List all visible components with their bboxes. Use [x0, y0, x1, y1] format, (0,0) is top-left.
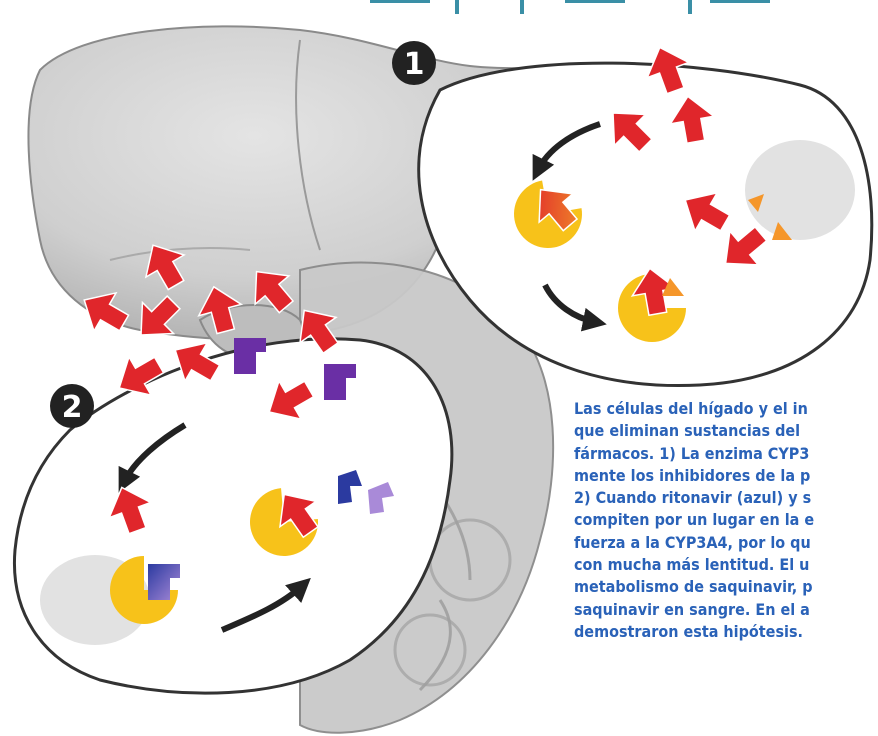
top-decoration: [370, 0, 770, 14]
step-1-badge: 1: [392, 41, 436, 85]
caption-line: mente los inhibidores de la p: [574, 465, 878, 487]
caption-line: compiten por un lugar en la e: [574, 509, 878, 531]
caption-line: con mucha más lentitud. El u: [574, 554, 878, 576]
caption-text: Las células del hígado y el in que elimi…: [574, 398, 878, 736]
caption-line: que eliminan sustancias del: [574, 420, 878, 442]
step-1-number: 1: [404, 47, 425, 82]
caption-line: fármacos. 1) La enzima CYP3: [574, 443, 878, 465]
step-2-number: 2: [62, 390, 83, 425]
caption-line: Las células del hígado y el in: [574, 398, 878, 420]
caption-line: demostraron esta hipótesis.: [574, 621, 878, 643]
caption-line: fuerza a la CYP3A4, por lo qu: [574, 532, 878, 554]
caption-line: saquinavir en sangre. En el a: [574, 599, 878, 621]
caption-line: 2) Cuando ritonavir (azul) y s: [574, 487, 878, 509]
step-2-badge: 2: [50, 384, 94, 428]
caption-line: metabolismo de saquinavir, p: [574, 576, 878, 598]
